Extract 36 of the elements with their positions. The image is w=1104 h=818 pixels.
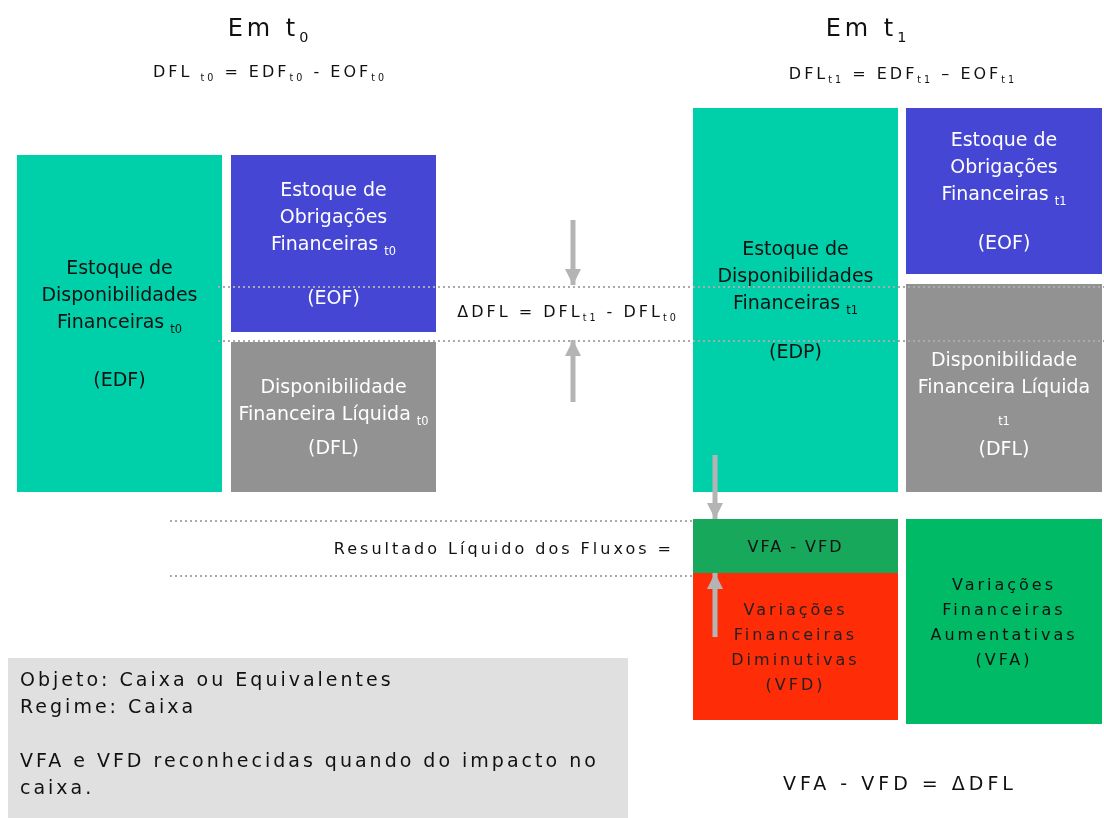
box-text: Estoque de Obrigações Financeiras $_{t1}$ <box>940 127 1068 210</box>
note-text: Objeto: Caixa ou Equivalentes <box>20 667 394 692</box>
box-text: Estoque de Disponibilidades Financeiras $_{t0}$ <box>40 254 199 338</box>
box-text: (EDF) <box>93 367 146 393</box>
box-text: Variações Financeiras Diminutivas (VFD) <box>730 598 861 696</box>
box-text: (DFL) <box>308 435 359 461</box>
box-text: Variações Financeiras Aumentativas (VFA) <box>929 573 1079 671</box>
formula: DFL $_{t0}$ = EDF$_{t0}$ - EOF$_{t0}$ <box>152 62 388 84</box>
box-text: (DFL) <box>978 435 1030 461</box>
decrease-box <box>693 573 898 720</box>
note-panel <box>8 658 628 818</box>
box-text: (EDP) <box>769 338 822 364</box>
asset-box <box>693 108 898 492</box>
box-text: Disponibilidade Financeira Líquida $_{t0}$ <box>237 373 430 430</box>
note-text: VFA e VFD reconhecidas quando do impacto no caixa. <box>20 748 600 800</box>
heading: Em t$_{0}$ <box>227 14 313 45</box>
liability-box <box>906 108 1102 274</box>
liability-box <box>231 155 436 332</box>
increase-box <box>906 519 1102 724</box>
box-text: (EOF) <box>307 285 360 311</box>
box-text: Estoque de Obrigações Financeiras $_{t0}$ <box>269 176 398 260</box>
box-text: (EOF) <box>977 229 1031 255</box>
net-balance-box <box>231 342 436 492</box>
box-text: Estoque de Disponibilidades Financeiras $_{t1}$ <box>716 236 875 319</box>
arrow <box>707 573 723 637</box>
net-balance-box <box>906 284 1102 492</box>
box-text: VFA - VFD <box>747 535 844 558</box>
formula: DFL$_{t1}$ = EDF$_{t1}$ – EOF$_{t1}$ <box>788 64 1018 86</box>
formula: Resultado Líquido dos Fluxos = <box>333 539 674 558</box>
formula: VFA - VFD = ΔDFL <box>783 772 1017 794</box>
note-text: Regime: Caixa <box>20 694 197 719</box>
formula: ΔDFL = DFL$_{t1}$ - DFL$_{t0}$ <box>457 302 679 324</box>
result-band <box>693 519 898 573</box>
arrow <box>707 455 723 519</box>
asset-box <box>17 155 222 492</box>
heading: Em t$_{1}$ <box>825 14 911 45</box>
